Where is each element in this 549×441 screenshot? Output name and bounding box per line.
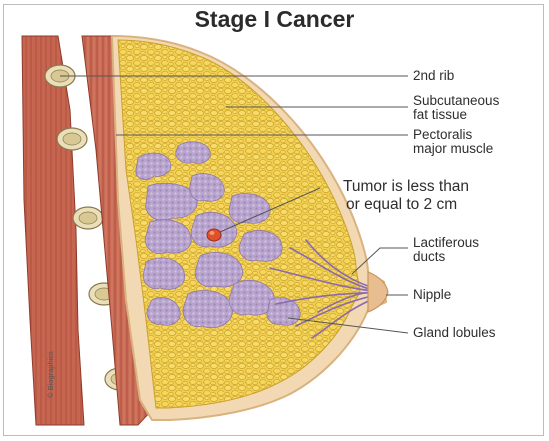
label-fat-line1: Subcutaneous	[413, 94, 499, 108]
label-gland-lobules: Gland lobules	[413, 326, 496, 340]
label-tumor: Tumor is less than or equal to 2 cm	[343, 178, 469, 214]
label-ducts-line1: Lactiferous	[413, 236, 479, 250]
tumor	[207, 229, 221, 241]
label-2nd-rib-text: 2nd rib	[413, 69, 454, 83]
label-lobules-text: Gland lobules	[413, 326, 496, 340]
label-pectoralis-major: Pectoralis major muscle	[413, 128, 493, 156]
label-2nd-rib: 2nd rib	[413, 69, 454, 83]
rib-icon	[57, 128, 87, 150]
rib-icon	[73, 207, 103, 229]
nipple	[368, 272, 388, 312]
label-muscle-line2: major muscle	[413, 142, 493, 156]
label-nipple: Nipple	[413, 288, 451, 302]
label-tumor-line2: or equal to 2 cm	[343, 196, 469, 214]
label-lactiferous-ducts: Lactiferous ducts	[413, 236, 479, 264]
label-muscle-line1: Pectoralis	[413, 128, 493, 142]
label-subcutaneous-fat: Subcutaneous fat tissue	[413, 94, 499, 122]
label-fat-line2: fat tissue	[413, 108, 499, 122]
label-tumor-line1: Tumor is less than	[343, 178, 469, 196]
label-nipple-text: Nipple	[413, 288, 451, 302]
label-ducts-line2: ducts	[413, 250, 479, 264]
image-credit: © Biographics	[46, 351, 55, 398]
